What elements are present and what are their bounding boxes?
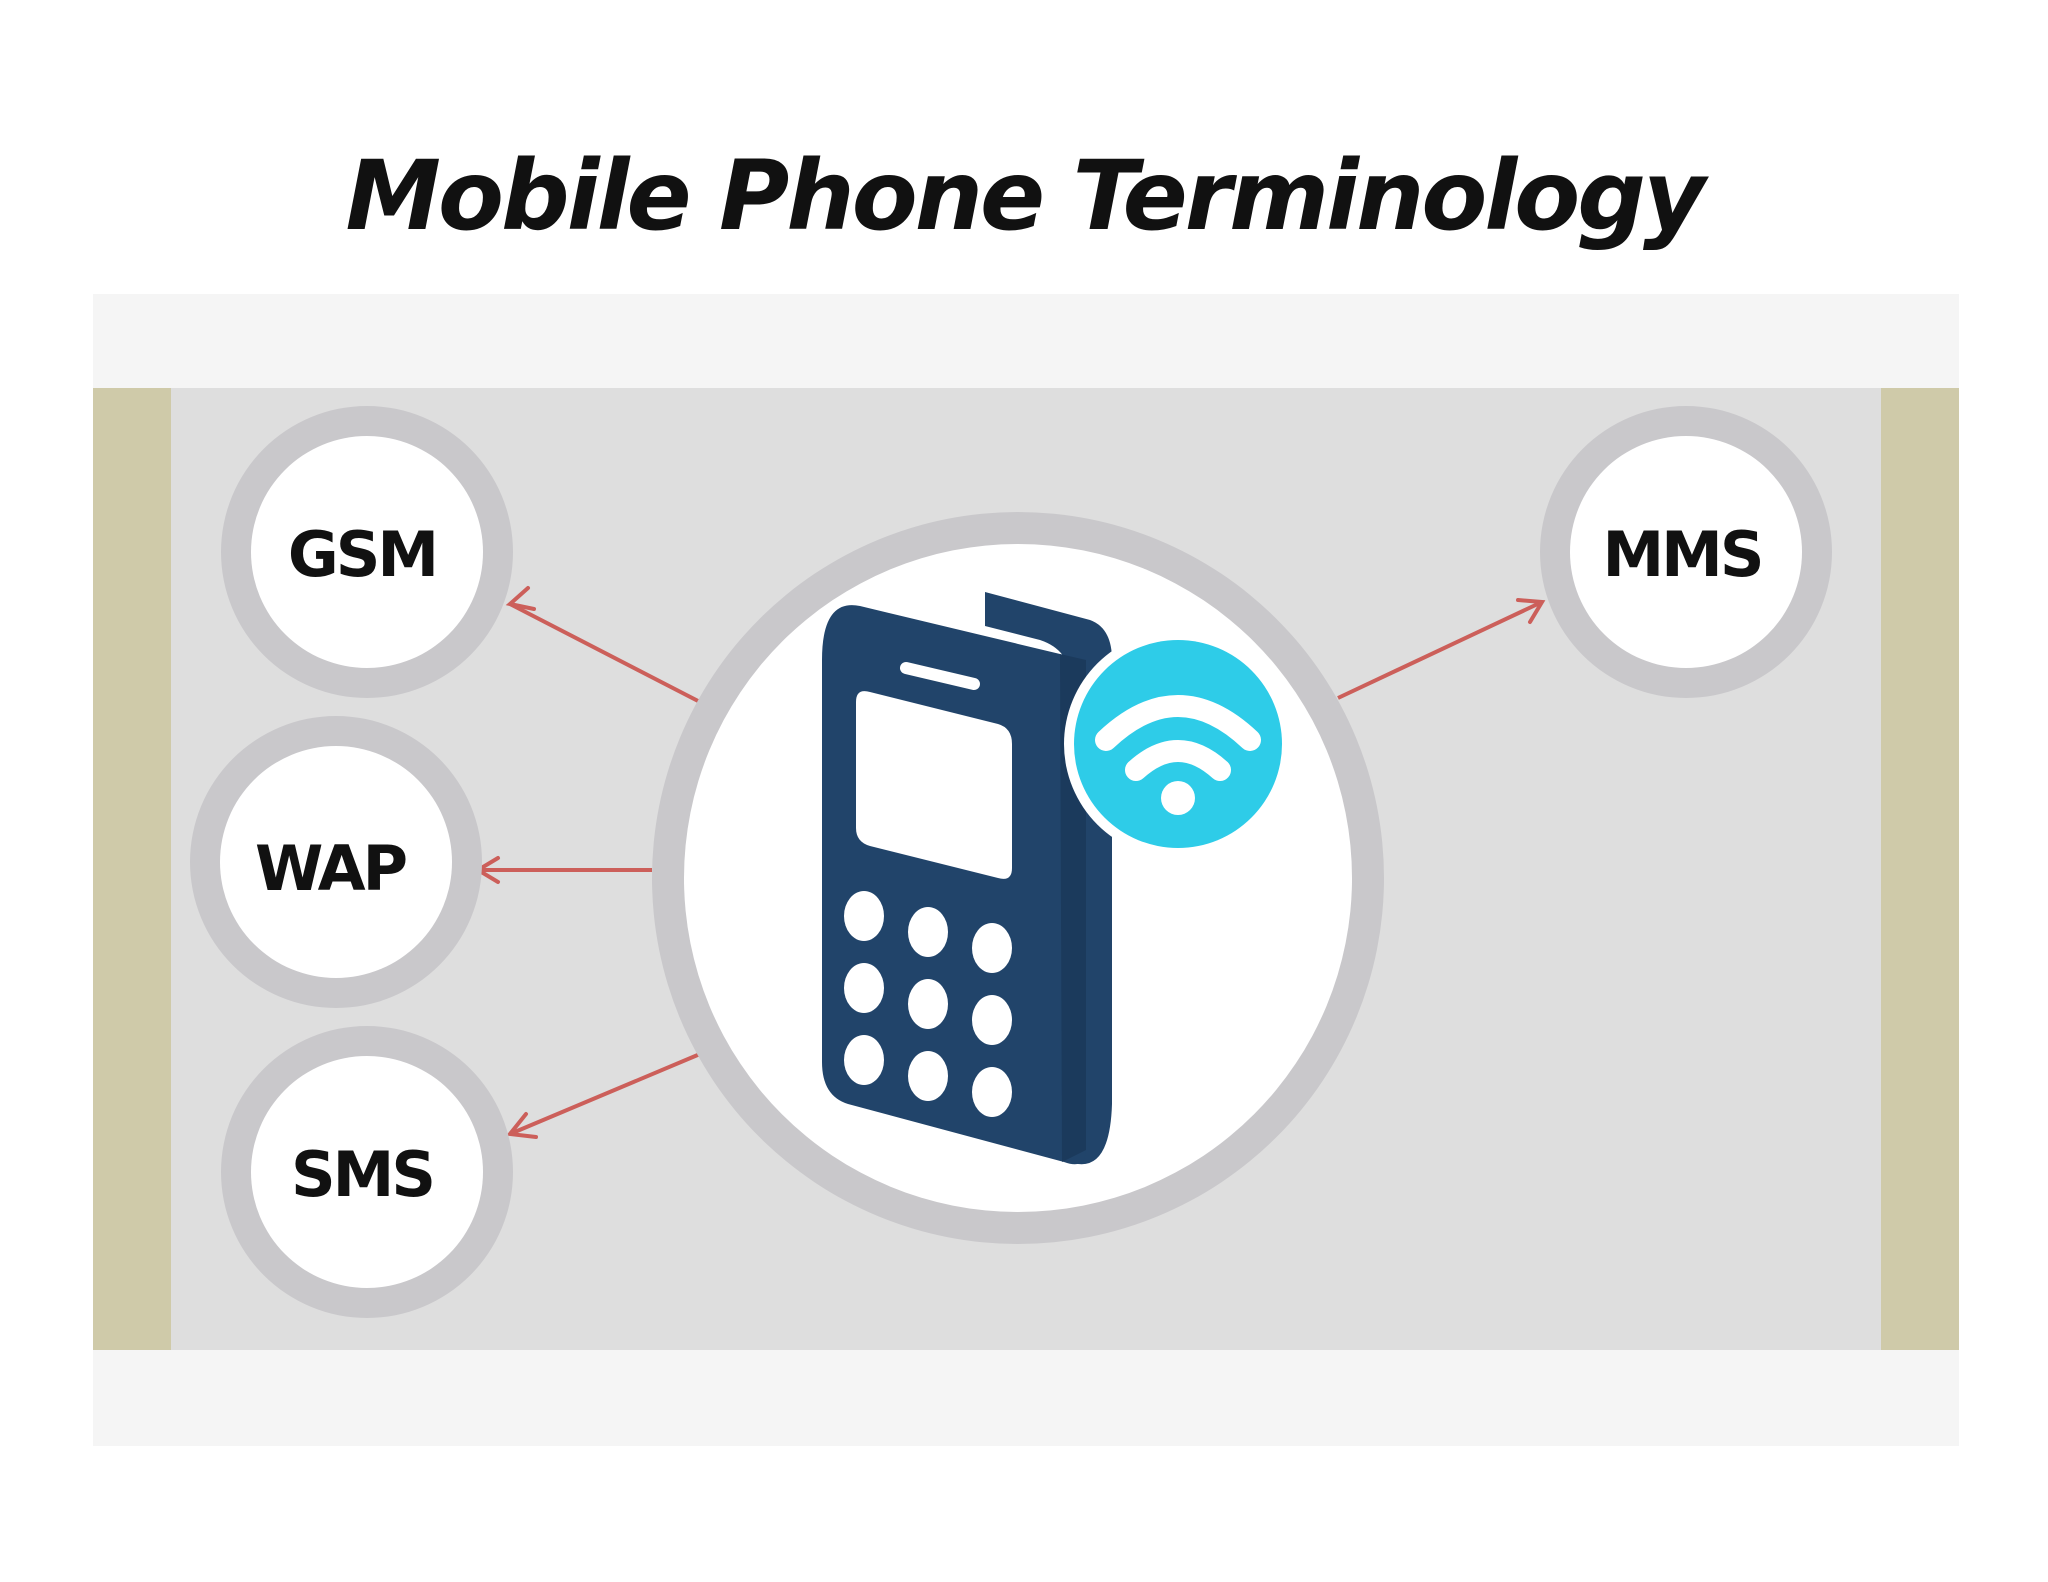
node-sms: SMS bbox=[221, 1026, 513, 1318]
center-node bbox=[652, 512, 1384, 1244]
node-wap: WAP bbox=[190, 716, 482, 1008]
node-mms: MMS bbox=[1540, 406, 1832, 698]
node-sms-label: SMS bbox=[291, 1138, 433, 1211]
mobile-phone-icon bbox=[822, 592, 1112, 1165]
page-title: Mobile Phone Terminology bbox=[345, 140, 1705, 252]
arrow-to-sms-head bbox=[506, 1112, 538, 1139]
arrow-to-sms bbox=[509, 1052, 701, 1136]
node-gsm: GSM bbox=[221, 406, 513, 698]
node-mms-label: MMS bbox=[1602, 518, 1761, 591]
node-wap-label: WAP bbox=[255, 832, 406, 905]
arrow-to-mms bbox=[1337, 600, 1543, 700]
node-gsm-label: GSM bbox=[288, 518, 436, 591]
band-edge-right bbox=[1881, 388, 1959, 1350]
connector-arrows bbox=[474, 586, 1546, 1139]
band-edge-left bbox=[93, 388, 171, 1350]
arrow-to-gsm-head bbox=[505, 586, 536, 611]
arrow-to-mms-head bbox=[1516, 598, 1546, 624]
wifi-icon bbox=[1064, 630, 1292, 858]
arrow-to-gsm bbox=[509, 602, 701, 704]
